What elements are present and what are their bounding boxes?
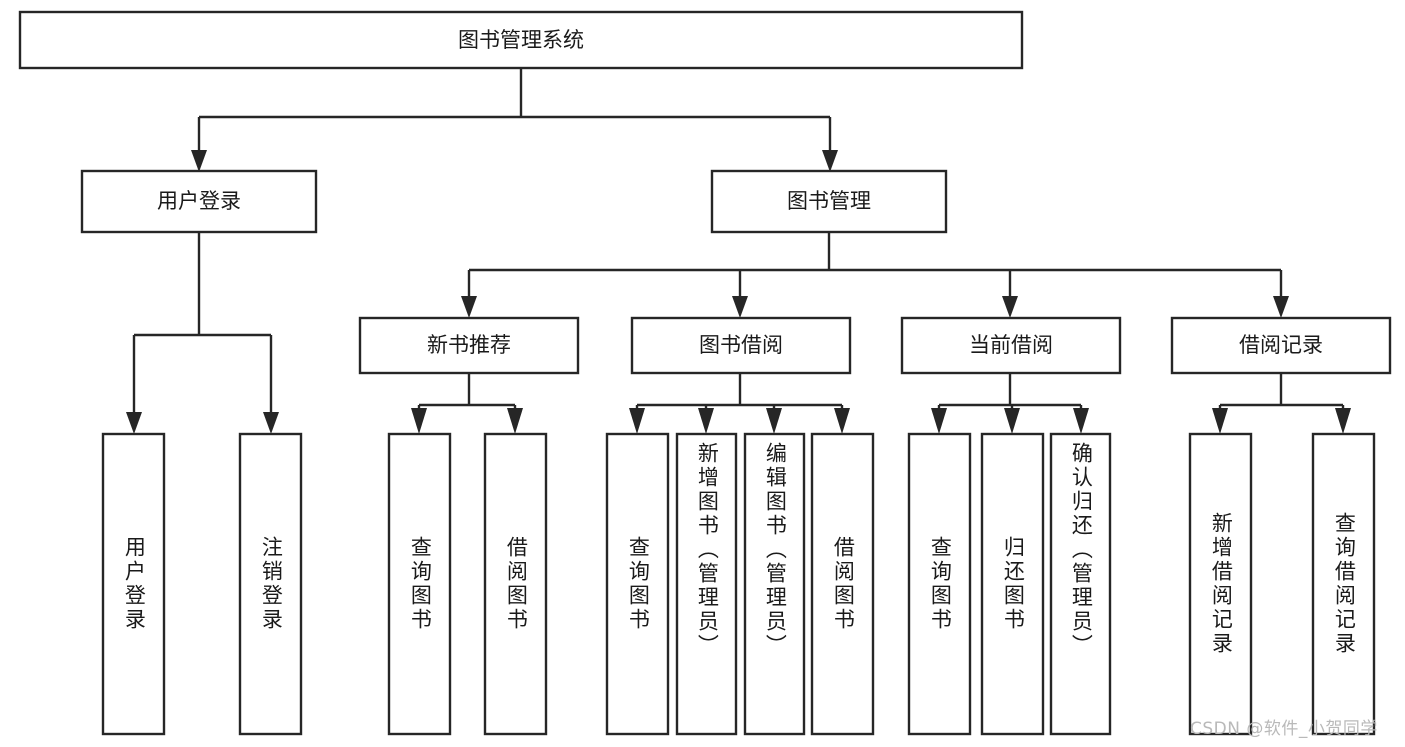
node-current-borrow-label: 当前借阅 bbox=[969, 333, 1053, 357]
leaf-boxes bbox=[101, 432, 1376, 736]
arrow-head-leaf-user-login bbox=[126, 412, 142, 434]
connector-group-book-management bbox=[461, 232, 1289, 318]
node-user-login-label: 用户登录 bbox=[157, 189, 241, 213]
node-leaf-borrow-book-1-box[interactable] bbox=[483, 432, 548, 736]
node-user-login[interactable]: 用户登录 bbox=[80, 169, 318, 234]
connector-group-borrow-record bbox=[1212, 373, 1351, 434]
node-user-login-box[interactable] bbox=[80, 169, 318, 234]
connector-group-user-login bbox=[126, 232, 279, 434]
node-current-borrow[interactable]: 当前借阅 bbox=[900, 316, 1122, 375]
arrow-head-leaf-edit-book bbox=[766, 408, 782, 434]
arrow-head-leaf-add-borrow-record bbox=[1212, 408, 1228, 434]
arrow-head-book-management bbox=[822, 150, 838, 172]
node-leaf-add-borrow-record-box[interactable] bbox=[1188, 432, 1253, 736]
arrow-head-leaf-query-borrow-record bbox=[1335, 408, 1351, 434]
watermark-text: CSDN @软件_小贺同学 bbox=[1190, 719, 1378, 739]
node-book-management-box[interactable] bbox=[710, 169, 948, 234]
node-book-management-label: 图书管理 bbox=[787, 189, 871, 213]
arrow-head-leaf-borrow-book-2 bbox=[834, 408, 850, 434]
arrow-head-user-login bbox=[191, 150, 207, 172]
node-leaf-edit-book-box[interactable] bbox=[743, 432, 806, 736]
arrow-head-leaf-query-book-2 bbox=[629, 408, 645, 434]
connector-group-new-book-recommend bbox=[411, 373, 523, 434]
node-leaf-return-book-box[interactable] bbox=[980, 432, 1045, 736]
arrow-head-leaf-query-book-1 bbox=[411, 408, 427, 434]
node-new-book-recommend-label: 新书推荐 bbox=[427, 333, 511, 357]
arrow-head-book-borrow bbox=[732, 296, 748, 318]
node-leaf-add-book-box[interactable] bbox=[675, 432, 738, 736]
arrow-head-leaf-confirm-return bbox=[1073, 408, 1089, 434]
node-root-label: 图书管理系统 bbox=[458, 28, 584, 52]
node-book-borrow-box[interactable] bbox=[630, 316, 852, 375]
node-borrow-record[interactable]: 借阅记录 bbox=[1170, 316, 1392, 375]
node-leaf-query-borrow-record-box[interactable] bbox=[1311, 432, 1376, 736]
node-current-borrow-box[interactable] bbox=[900, 316, 1122, 375]
node-root-box[interactable] bbox=[18, 10, 1024, 70]
arrow-head-leaf-borrow-book-1 bbox=[507, 408, 523, 434]
node-leaf-user-logout-box[interactable] bbox=[238, 432, 303, 736]
node-leaf-query-book-3-box[interactable] bbox=[907, 432, 972, 736]
node-leaf-query-book-2-box[interactable] bbox=[605, 432, 670, 736]
node-new-book-recommend-box[interactable] bbox=[358, 316, 580, 375]
arrow-head-current-borrow bbox=[1002, 296, 1018, 318]
arrow-head-leaf-return-book bbox=[1004, 408, 1020, 434]
node-new-book-recommend[interactable]: 新书推荐 bbox=[358, 316, 580, 375]
arrow-head-new-book-recommend bbox=[461, 296, 477, 318]
node-leaf-user-login-box[interactable] bbox=[101, 432, 166, 736]
node-leaf-query-book-1-box[interactable] bbox=[387, 432, 452, 736]
node-root[interactable]: 图书管理系统 bbox=[18, 10, 1024, 70]
node-book-borrow[interactable]: 图书借阅 bbox=[630, 316, 852, 375]
node-leaf-borrow-book-2-box[interactable] bbox=[810, 432, 875, 736]
node-borrow-record-label: 借阅记录 bbox=[1239, 333, 1323, 357]
arrow-head-leaf-user-logout bbox=[263, 412, 279, 434]
connector-group-current-borrow bbox=[931, 373, 1089, 434]
connector-group-root bbox=[191, 68, 838, 172]
node-book-management[interactable]: 图书管理 bbox=[710, 169, 948, 234]
arrow-head-borrow-record bbox=[1273, 296, 1289, 318]
node-borrow-record-box[interactable] bbox=[1170, 316, 1392, 375]
node-leaf-confirm-return-box[interactable] bbox=[1049, 432, 1112, 736]
arrow-head-leaf-query-book-3 bbox=[931, 408, 947, 434]
connector-group-book-borrow bbox=[629, 373, 850, 434]
arrow-head-leaf-add-book bbox=[698, 408, 714, 434]
node-book-borrow-label: 图书借阅 bbox=[699, 333, 783, 357]
